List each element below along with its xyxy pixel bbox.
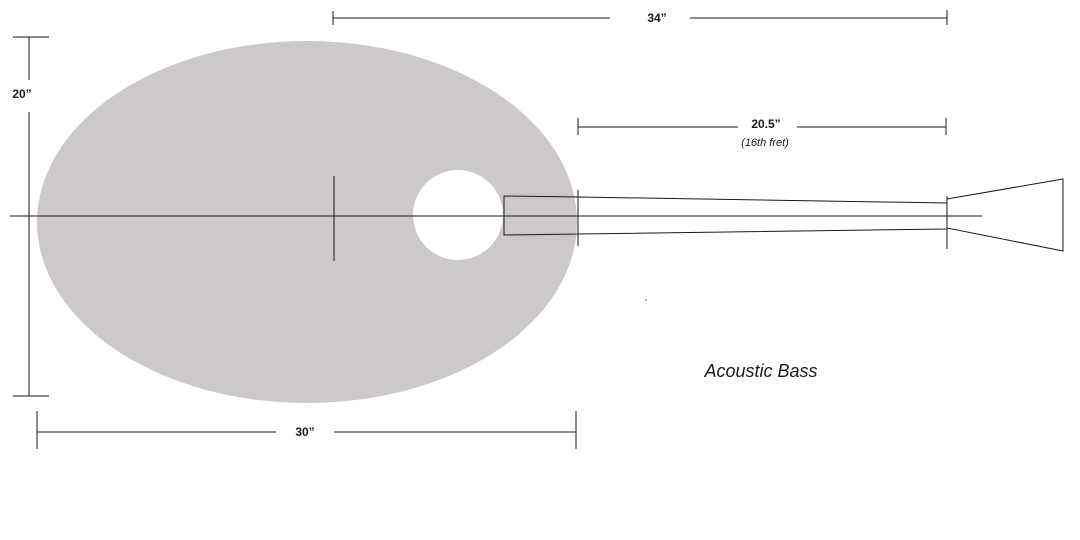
neck-length-dimension: 20.5” (16th fret): [577, 117, 947, 149]
neck-length-label: 20.5”: [751, 117, 780, 131]
overall-length-dimension: 34”: [332, 10, 948, 25]
diagram-title: Acoustic Bass: [703, 361, 817, 381]
body-length-dimension: 30”: [36, 411, 577, 449]
body-height-dimension: 20”: [12, 36, 49, 397]
stray-dot: [645, 299, 647, 301]
overall-length-label: 34”: [647, 11, 666, 25]
sound-hole: [413, 170, 503, 260]
body-height-label: 20”: [12, 87, 31, 101]
bass-body: [37, 41, 577, 403]
neck-note-label: (16th fret): [741, 137, 789, 149]
body-length-label: 30”: [295, 425, 314, 439]
headstock: [946, 178, 1064, 252]
